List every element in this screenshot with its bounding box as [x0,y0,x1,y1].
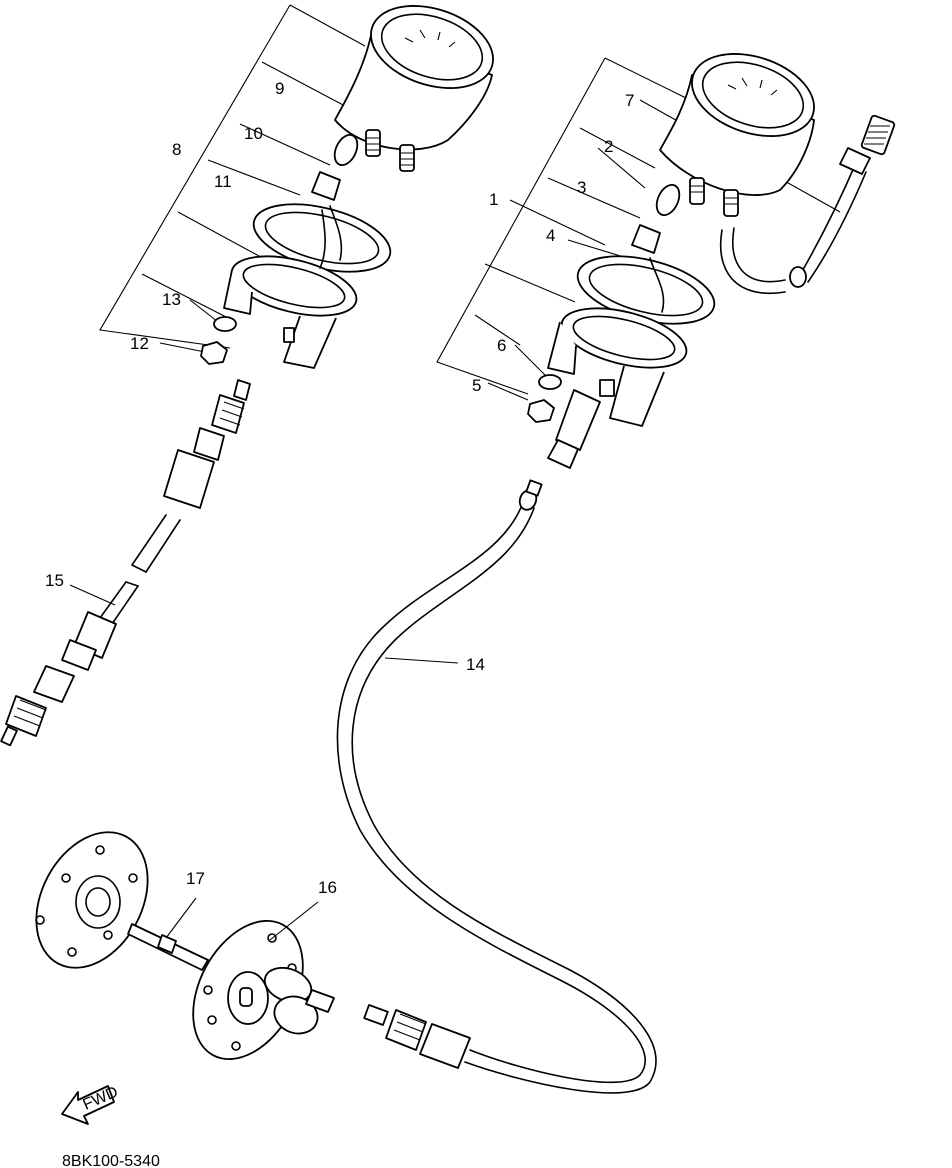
speedometer-cable [336,479,657,1094]
callout-16: 16 [318,878,337,897]
callout-13: 13 [162,290,181,309]
callout-4: 4 [546,226,555,245]
callout-14: 14 [466,655,485,674]
callout-3: 3 [577,178,586,197]
fwd-label: FWD [80,1083,120,1113]
callout-11: 11 [214,172,232,191]
callout-17: 17 [186,869,205,888]
callout-1: 1 [489,190,498,209]
callout-5: 5 [472,376,481,395]
diagram-code: 8BK100-5340 [62,1153,160,1168]
right-meter-assembly [436,53,896,469]
gear-unit [35,831,335,1061]
callout-10: 10 [244,124,263,143]
callout-labels: 1 2 3 4 5 6 7 8 9 10 11 12 13 14 15 16 1… [45,79,634,897]
callout-15: 15 [45,571,64,590]
callout-7: 7 [625,91,634,110]
callout-8: 8 [172,140,181,159]
left-meter-assembly [99,4,494,369]
callout-6: 6 [497,336,506,355]
callout-2: 2 [604,137,613,156]
callout-9: 9 [275,79,284,98]
forward-arrow-icon: FWD [61,1083,121,1125]
callout-12: 12 [130,334,149,353]
left-cable [0,379,251,747]
